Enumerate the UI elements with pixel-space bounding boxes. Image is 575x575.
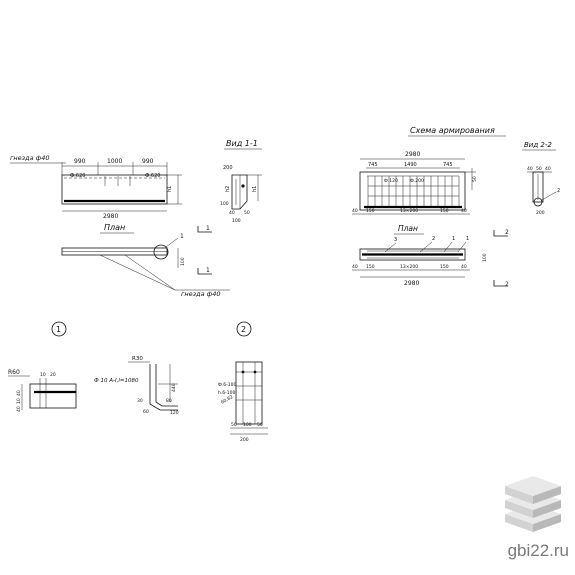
scheme-title: Схема армирования xyxy=(410,126,495,135)
brand-site-link[interactable]: gbi22.ru xyxy=(507,541,569,560)
detail1-d3: 40 xyxy=(16,390,22,396)
cut-mark-2-top: 2 xyxy=(505,229,509,236)
brand-logo xyxy=(505,476,561,532)
scheme-bot-2: 150 xyxy=(366,208,375,214)
socket-label-top: гнезда ф40 xyxy=(10,154,50,162)
detail2-d5: 100 xyxy=(243,422,252,428)
plan-right-m3: 3 xyxy=(394,237,397,243)
section-2-2: Вид 2-2 40 50 40 2 200 xyxy=(522,141,560,216)
sec11-dim-100: 100 xyxy=(220,201,229,207)
plan-right-d2: 150 xyxy=(366,264,375,270)
scheme-mid-1: Ф.120 xyxy=(384,178,398,184)
plan-right-side: 100 xyxy=(482,253,488,262)
scheme-overall: 2980 xyxy=(405,151,420,158)
elev-dim-right: Ф.620 xyxy=(145,173,160,179)
scheme-top-3: 745 xyxy=(443,162,453,168)
sec11-dim-100b: 100 xyxy=(232,218,241,224)
node-1-label: 1 xyxy=(56,325,61,334)
elev-h1: h1 xyxy=(167,186,173,192)
sec22-dim-2: 50 xyxy=(536,166,542,172)
detail1-d5: 40 xyxy=(16,406,22,412)
plan-right-d4: 150 xyxy=(440,264,449,270)
detail1-d4: 10 xyxy=(16,398,22,404)
detail2-d3: 60,62 xyxy=(220,394,234,406)
elevation-view: гнезда ф40 990 1000 990 Ф.620 Ф.620 h1 2… xyxy=(10,154,182,220)
plan-right-d5: 40 xyxy=(461,264,467,270)
detail-mid-d1: 440 xyxy=(171,383,177,392)
detail2-d7: 200 xyxy=(240,437,249,443)
elev-dim-left: Ф.620 xyxy=(70,173,85,179)
sec22-dim-3: 40 xyxy=(545,166,551,172)
detail-mid-bar: Ф 10 А-I,l=1080 xyxy=(94,378,139,384)
detail1-r: R60 xyxy=(8,369,20,376)
plan-right-title: План xyxy=(398,224,418,233)
elev-dim-2: 1000 xyxy=(107,158,122,165)
plan-right-d3: 13×200 xyxy=(400,264,418,270)
detail-bar: R30 Ф 10 А-I,l=1080 440 30 80 60 120 xyxy=(94,356,179,416)
cut-mark-2-bottom: 2 xyxy=(505,281,509,288)
scheme-bot-5: 40 xyxy=(461,208,467,214)
stacked-slabs-icon xyxy=(505,476,561,532)
detail1-d1: 10 xyxy=(40,372,46,378)
plan-right-d1: 40 xyxy=(352,264,358,270)
detail1-d2: 20 xyxy=(50,372,56,378)
elev-total: 2980 xyxy=(103,213,118,220)
sec11-dim-200: 200 xyxy=(223,165,233,171)
cut-mark-1-top: 1 xyxy=(206,225,210,232)
sec22-marker: 2 xyxy=(557,188,560,194)
plan-right: План 3 2 1 1 40 150 13×200 150 40 2980 1… xyxy=(352,224,509,288)
detail2-d2: h.6-100 xyxy=(218,390,235,396)
scheme-right-dim: 50 xyxy=(472,176,478,182)
scheme-bot-1: 40 xyxy=(352,208,358,214)
plan-left-marker: 1 xyxy=(180,233,184,240)
sec11-dim-40: 40 xyxy=(229,210,235,216)
section-2-2-title: Вид 2-2 xyxy=(524,141,552,149)
sec11-h1: h1 xyxy=(252,186,258,192)
plan-left: План 1 100 гнезда ф40 1 1 xyxy=(61,223,230,298)
section-1-1-title: Вид 1-1 xyxy=(226,139,258,148)
detail-mid-d5: 120 xyxy=(170,410,179,416)
sec11-h2: h2 xyxy=(225,186,231,192)
section-1-1: Вид 1-1 200 h1 h2 100 50 40 100 xyxy=(220,139,262,224)
sec22-bottom: 200 xyxy=(536,210,545,216)
node-2-label: 2 xyxy=(241,325,246,334)
stirrup-grid xyxy=(367,176,460,206)
plan-right-m1: 1 xyxy=(452,236,455,242)
elev-dim-3: 990 xyxy=(142,158,154,165)
detail-2: Ф.6-100 h.6-100 60,62 50 100 50 200 xyxy=(218,361,268,443)
scheme-mid-2: Ф.200 xyxy=(410,178,424,184)
detail-mid-r: R30 xyxy=(132,356,143,362)
plan-left-dim: 100 xyxy=(180,257,186,266)
detail-mid-d4: 60 xyxy=(143,409,149,415)
detail2-d4: 50 xyxy=(231,422,237,428)
node-markers: 1 2 xyxy=(51,321,252,337)
detail2-d1: Ф.6-100 xyxy=(218,382,237,388)
sec22-dim-1: 40 xyxy=(527,166,533,172)
reinforcement-scheme: Схема армирования 2980 745 1490 745 xyxy=(352,126,506,215)
scheme-bot-4: 150 xyxy=(440,208,449,214)
detail2-d6: 50 xyxy=(257,422,263,428)
scheme-top-1: 745 xyxy=(368,162,378,168)
sec11-dim-50: 50 xyxy=(244,210,250,216)
elev-dim-1: 990 xyxy=(74,158,86,165)
detail-mid-d2: 30 xyxy=(137,398,143,404)
plan-left-title: План xyxy=(104,223,125,232)
scheme-bot-3: 13×200 xyxy=(400,208,418,214)
plan-right-total: 2980 xyxy=(404,280,419,287)
socket-label-plan: гнезда ф40 xyxy=(181,290,221,298)
detail-1: R60 10 20 40 10 40 xyxy=(8,369,77,412)
plan-right-m1b: 1 xyxy=(466,236,469,242)
detail-mid-d3: 80 xyxy=(166,398,172,404)
scheme-top-2: 1490 xyxy=(404,162,417,168)
cut-mark-1-bottom: 1 xyxy=(206,267,210,274)
plan-right-m2: 2 xyxy=(432,236,435,242)
